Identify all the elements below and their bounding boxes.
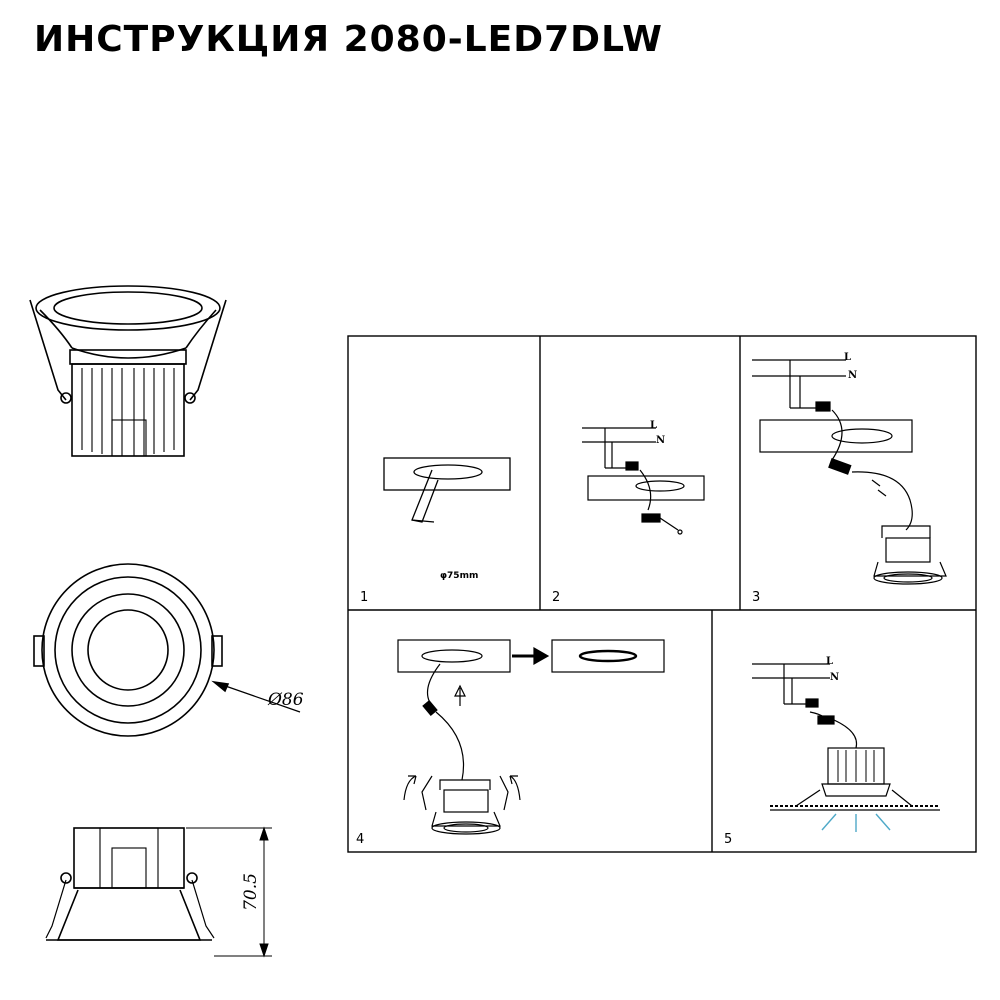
lamp-top-view: [33, 563, 301, 737]
light-rays: [821, 813, 891, 832]
step-4-number: 4: [356, 832, 364, 847]
step-2-connect-wires: [582, 427, 705, 535]
step-2-number: 2: [552, 590, 560, 605]
lamp-perspective-view: [29, 285, 227, 457]
step-3-connect-driver: [752, 359, 947, 585]
step-1-number: 1: [360, 590, 368, 605]
step-3-live-label: L: [844, 352, 851, 363]
step-2-neutral-label: N: [656, 435, 665, 446]
steps-panel: [347, 335, 977, 853]
lamp-side-view: [45, 826, 272, 958]
height-label: 70.5: [241, 873, 261, 911]
step-3-number: 3: [752, 590, 760, 605]
step-5-neutral-label: N: [830, 672, 839, 683]
step-3-neutral-label: N: [848, 370, 857, 381]
step-4-insert-lamp: [397, 639, 665, 835]
step-5-live-label: L: [826, 656, 833, 667]
step-5-installed: [752, 663, 940, 811]
step-2-live-label: L: [650, 420, 657, 431]
page-title: ИНСТРУКЦИЯ 2080-LED7DLW: [34, 19, 663, 60]
step-5-number: 5: [724, 832, 732, 847]
step-1-cut-hole: [383, 457, 511, 523]
hole-size-label: φ75mm: [440, 571, 478, 581]
diameter-label: Ø86: [267, 690, 304, 710]
